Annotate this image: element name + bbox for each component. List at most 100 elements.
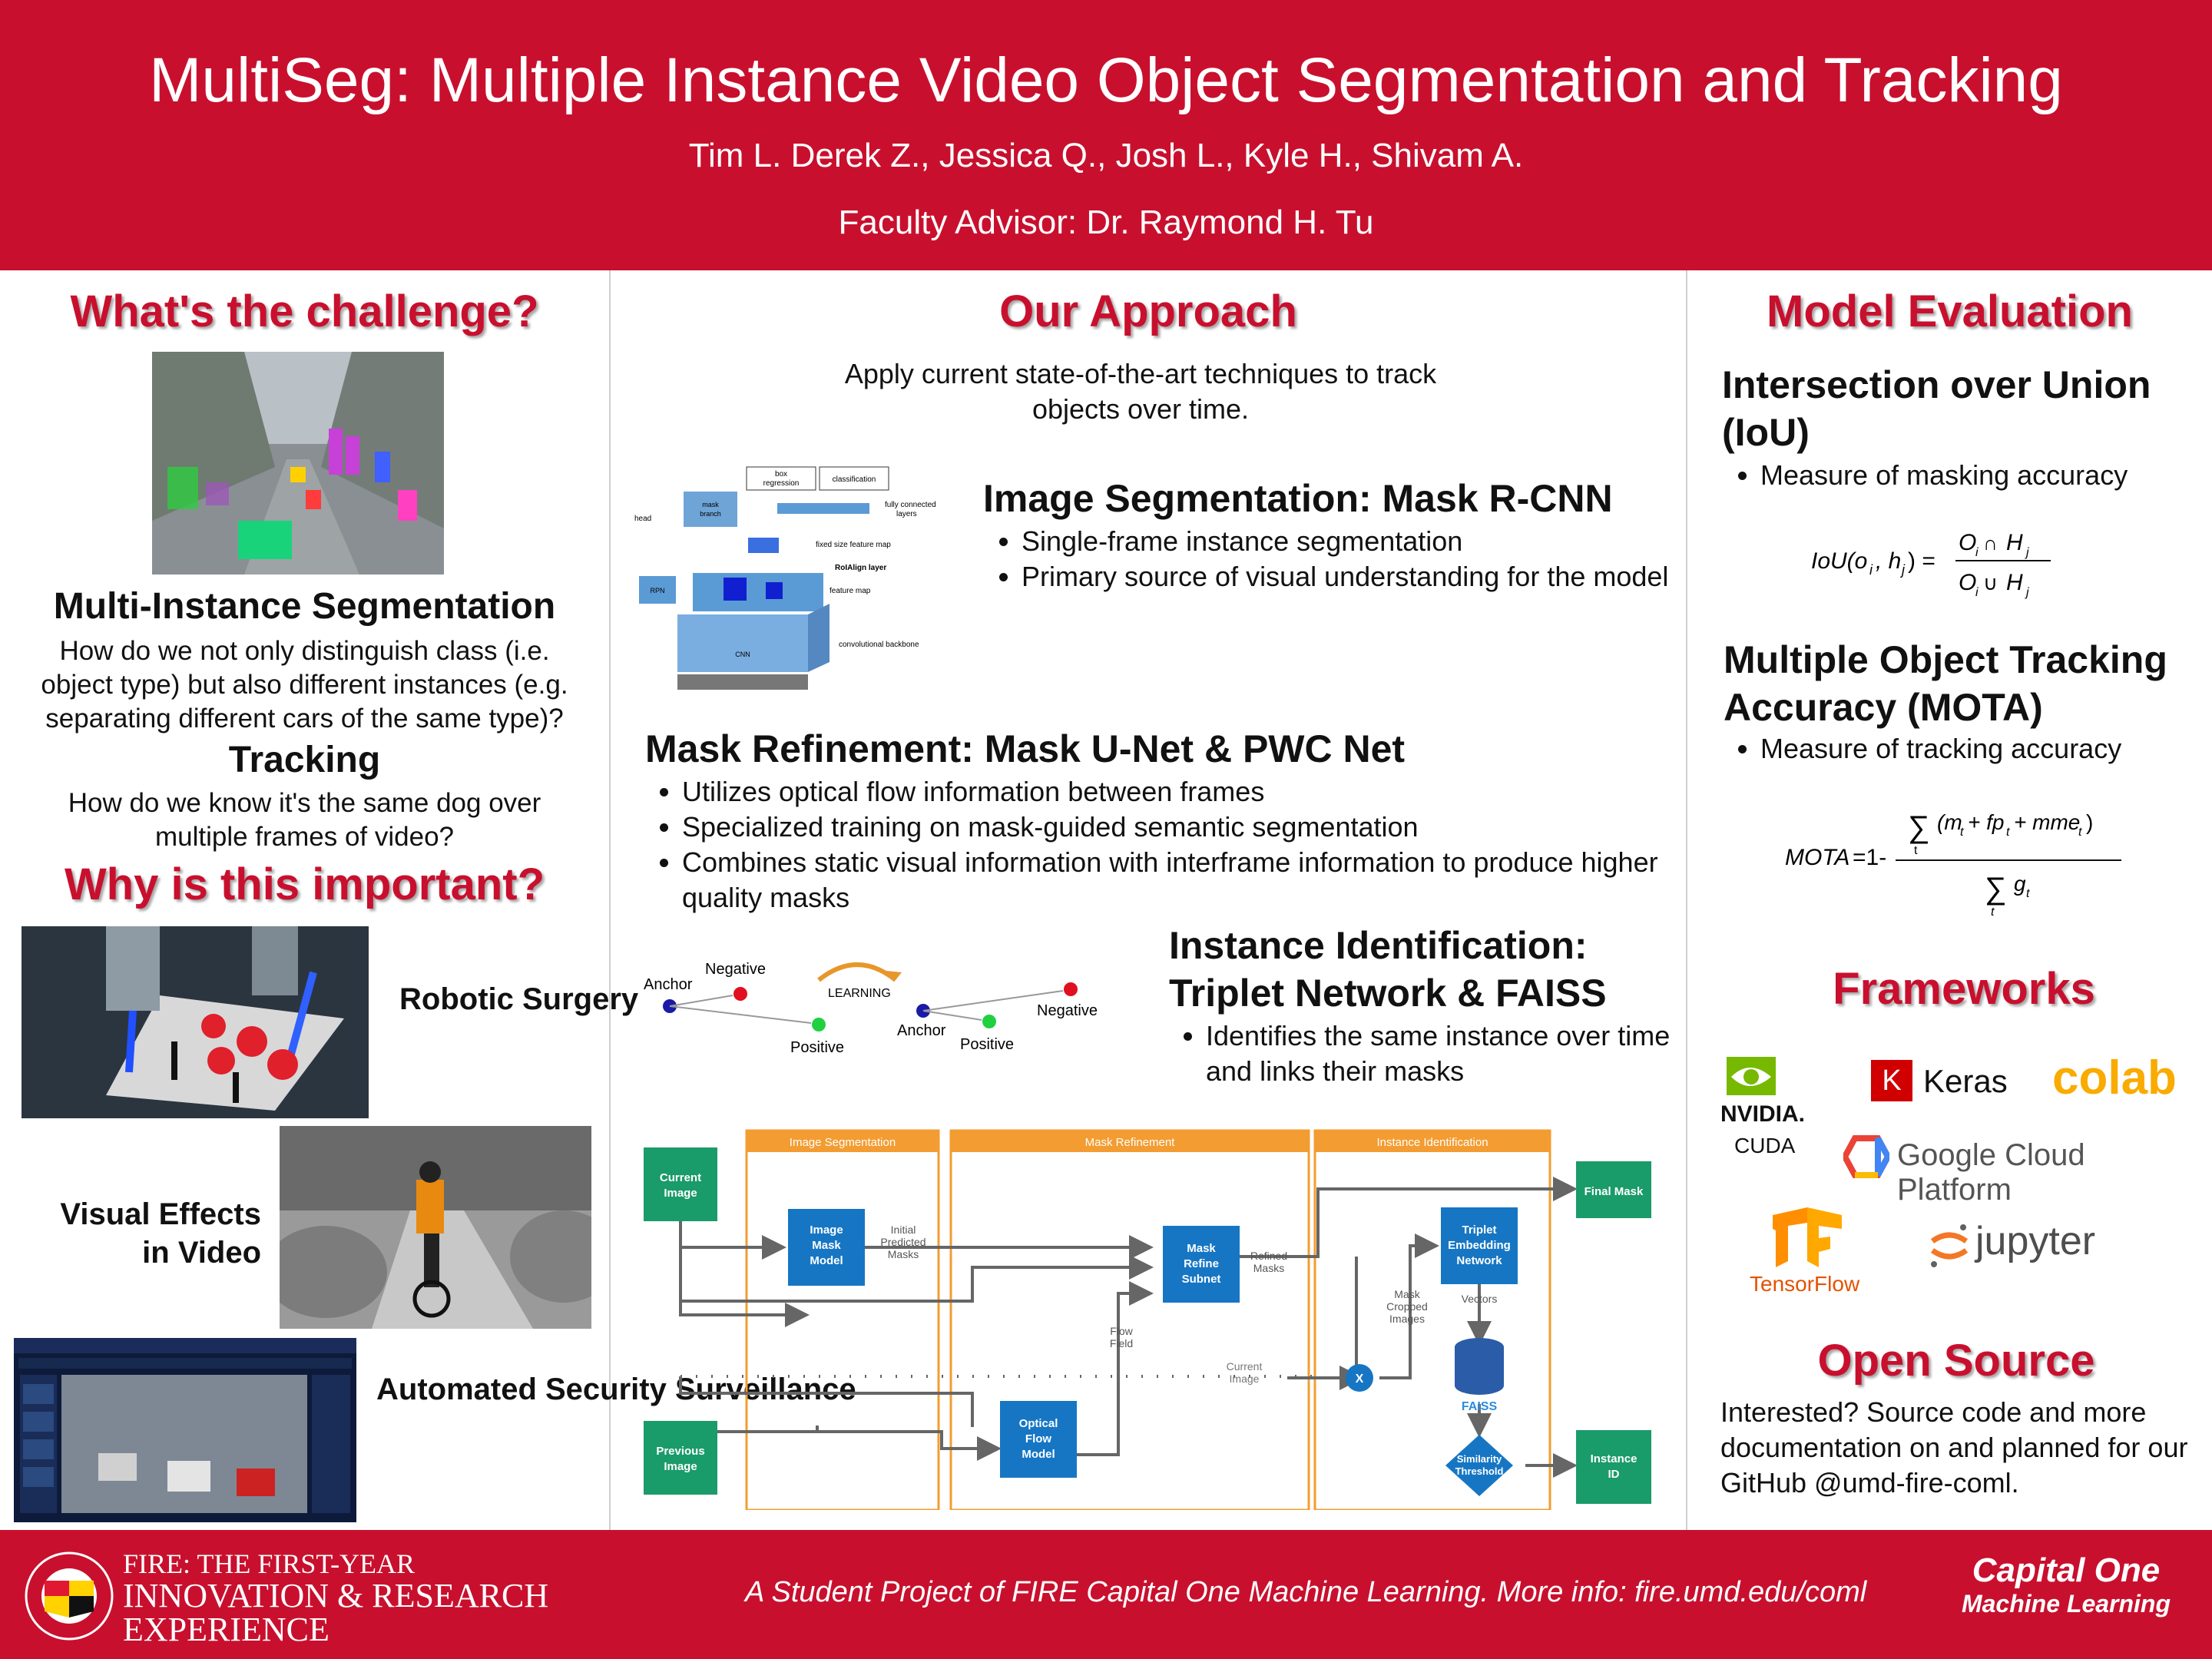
frameworks-heading: Frameworks (1833, 964, 2095, 1014)
svg-text:Cropped: Cropped (1386, 1300, 1428, 1313)
multiply-node: X (1356, 1373, 1364, 1386)
svg-text:Image: Image (664, 1187, 697, 1200)
svg-text:Negative: Negative (705, 961, 766, 978)
svg-text:H: H (2006, 530, 2023, 555)
svg-text:∪: ∪ (1983, 571, 1998, 594)
refine-bullet: Combines static visual information with … (682, 845, 1704, 916)
fire-wordmark: FIRE: THE FIRST-YEAR INNOVATION & RESEAR… (123, 1548, 549, 1648)
app-label-robotic-surgery: Robotic Surgery (399, 982, 639, 1016)
svg-text:i: i (1975, 586, 1979, 599)
footer-tagline: A Student Project of FIRE Capital One Ma… (745, 1576, 1867, 1608)
svg-text:Anchor: Anchor (897, 1022, 946, 1039)
head-label: head (634, 515, 651, 523)
refine-bullets: Utilizes optical flow information betwee… (645, 774, 1704, 916)
surveillance-image (14, 1338, 356, 1522)
important-heading: Why is this important? (64, 859, 545, 909)
mota-title: Multiple Object Tracking Accuracy (MOTA) (1724, 638, 2167, 729)
svg-text:∑: ∑ (1985, 872, 2007, 906)
faculty-advisor: Faculty Advisor: Dr. Raymond H. Tu (838, 204, 1374, 241)
instance-bullet: Identifies the same instance over time a… (1206, 1018, 1697, 1089)
column-divider-right (1686, 270, 1687, 1530)
learning-label: LEARNING (828, 987, 891, 1000)
svg-text:branch: branch (700, 510, 721, 518)
tensorflow-icon (1773, 1207, 1842, 1267)
svg-text:Refined: Refined (1250, 1250, 1287, 1262)
iou-formula: IoU(o i , h j ) = O i ∩ H j O i ∪ H j (1805, 519, 2066, 604)
iou-bullets: Measure of masking accuracy (1724, 458, 2212, 493)
tensorflow-logo: TensorFlow (1750, 1207, 1873, 1300)
svg-text:Final Mask: Final Mask (1584, 1185, 1644, 1198)
svg-text:i: i (1869, 562, 1873, 578)
instance-title: Instance Identification: Triplet Network… (1169, 924, 1607, 1015)
refine-bullet: Utilizes optical flow information betwee… (682, 774, 1704, 810)
svg-text:j: j (2025, 586, 2029, 599)
poster-authors: Tim L. Derek Z., Jessica Q., Josh L., Ky… (688, 137, 1524, 174)
cyclist-image (280, 1126, 591, 1329)
mask-rcnn-diagram: box regression classification fully conn… (631, 461, 954, 691)
svg-text:Positive: Positive (790, 1039, 844, 1056)
svg-text:Threshold: Threshold (1455, 1465, 1504, 1477)
app-label-surveillance: Automated Security Surveillance (376, 1373, 856, 1406)
svg-text:CNN: CNN (735, 651, 750, 658)
svg-text:, h: , h (1876, 548, 1901, 574)
svg-text:Flow: Flow (1025, 1432, 1051, 1445)
classification-label: classification (833, 475, 876, 484)
svg-text:Images: Images (1389, 1313, 1425, 1325)
nvidia-eye-icon (1727, 1057, 1776, 1095)
svg-text:Image: Image (664, 1460, 697, 1473)
fixed-size-label: fixed size feature map (816, 541, 891, 549)
svg-text:Optical: Optical (1019, 1417, 1058, 1430)
svg-text:MOTA: MOTA (1785, 845, 1849, 870)
iou-title: Intersection over Union (IoU) (1722, 363, 2151, 454)
svg-text:Previous: Previous (656, 1445, 704, 1458)
tracking-title: Tracking (228, 740, 381, 780)
refine-title: Mask Refinement: Mask U-Net & PWC Net (645, 727, 1406, 770)
nvidia-logo: NVIDIA. CUDA (1720, 1054, 1820, 1161)
poster-header: MultiSeg: Multiple Instance Video Object… (0, 0, 2212, 270)
box-regression-label: box (775, 470, 787, 478)
svg-text:t: t (2006, 826, 2010, 839)
svg-text:t: t (1914, 844, 1918, 857)
svg-text:Positive: Positive (960, 1036, 1014, 1053)
mota-bullet: Measure of tracking accuracy (1760, 731, 2212, 767)
challenge-heading: What's the challenge? (70, 286, 539, 336)
svg-text:O: O (1959, 570, 1976, 595)
roialign-label: RoIAlign layer (835, 564, 886, 572)
approach-heading: Our Approach (999, 286, 1297, 336)
svg-text:t: t (1960, 826, 1964, 839)
lane-image-segmentation: Image Segmentation (790, 1136, 896, 1149)
refine-bullet: Specialized training on mask-guided sema… (682, 810, 1704, 845)
faiss-label: FAISS (1462, 1400, 1498, 1413)
tracking-text: How do we know it's the same dog over mu… (68, 788, 541, 852)
mota-formula: MOTA =1- ∑ t (m t + fp t + mme t ) ∑ t g… (1779, 799, 2132, 922)
svg-text:IoU(o: IoU(o (1811, 548, 1867, 574)
multi-instance-text: How do we not only distinguish class (i.… (41, 636, 568, 733)
svg-text:∩: ∩ (1983, 531, 1998, 555)
open-source-text: Interested? Source code and more documen… (1720, 1396, 2188, 1498)
svg-text:Triplet: Triplet (1462, 1224, 1496, 1237)
eval-heading: Model Evaluation (1767, 286, 2133, 336)
svg-text:+ mme: + mme (2014, 810, 2080, 834)
umd-seal-logo (23, 1550, 115, 1642)
svg-text:mask: mask (702, 501, 719, 508)
svg-text:ID: ID (1608, 1468, 1620, 1481)
poster-title: MultiSeg: Multiple Instance Video Object… (149, 45, 2063, 115)
svg-text:j: j (1899, 562, 1906, 578)
capital-one-logo: Capital One Machine Learning (1961, 1551, 2171, 1618)
open-source-heading: Open Source (1817, 1336, 2095, 1386)
svg-text:+ fp: + fp (1968, 810, 2004, 834)
mota-bullets: Measure of tracking accuracy (1724, 731, 2212, 767)
keras-logo: K Keras (1871, 1060, 2025, 1106)
svg-text:j: j (2025, 546, 2029, 559)
app-label-visual-effects: Visual Effects in Video (60, 1197, 261, 1270)
svg-text:Flow: Flow (1110, 1325, 1133, 1337)
svg-text:H: H (2006, 570, 2023, 595)
gcp-logo: Google Cloud Platform (1841, 1135, 2197, 1207)
svg-text:Similarity: Similarity (1457, 1453, 1502, 1465)
svg-text:Initial: Initial (891, 1224, 916, 1236)
fc-layers-label: fully connected (885, 501, 936, 509)
lane-mask-refinement: Mask Refinement (1085, 1136, 1176, 1149)
maskrcnn-title: Image Segmentation: Mask R-CNN (983, 477, 1613, 520)
svg-text:i: i (1975, 546, 1979, 559)
svg-text:regression: regression (763, 479, 800, 488)
